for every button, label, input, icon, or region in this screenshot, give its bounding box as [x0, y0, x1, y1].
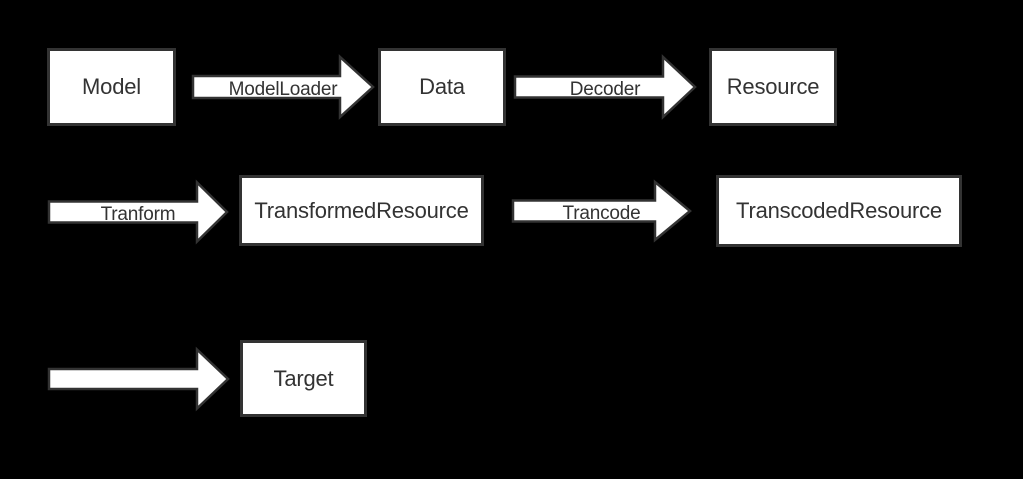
node-label-data: Data — [419, 74, 465, 99]
node-label-resource: Resource — [726, 74, 820, 99]
node-resource[interactable]: Resource — [709, 48, 837, 126]
arrow-tranform[interactable] — [47, 179, 229, 245]
node-data[interactable]: Data — [378, 48, 506, 126]
arrow-to-target[interactable] — [47, 346, 230, 412]
node-label-target: Target — [273, 365, 334, 391]
node-target[interactable]: Target — [240, 340, 367, 417]
node-label-model: Model — [82, 74, 141, 99]
arrow-decoder[interactable] — [513, 54, 697, 120]
arrow-model-loader[interactable] — [191, 54, 375, 120]
arrow-trancode[interactable] — [511, 179, 692, 243]
node-label-transformed-resource: TransformedResource — [254, 197, 469, 223]
node-transformed-resource[interactable]: TransformedResource — [239, 175, 484, 246]
node-transcoded-resource[interactable]: TranscodedResource — [716, 175, 962, 247]
node-label-transcoded-resource: TranscodedResource — [736, 198, 942, 223]
node-model[interactable]: Model — [47, 48, 176, 126]
